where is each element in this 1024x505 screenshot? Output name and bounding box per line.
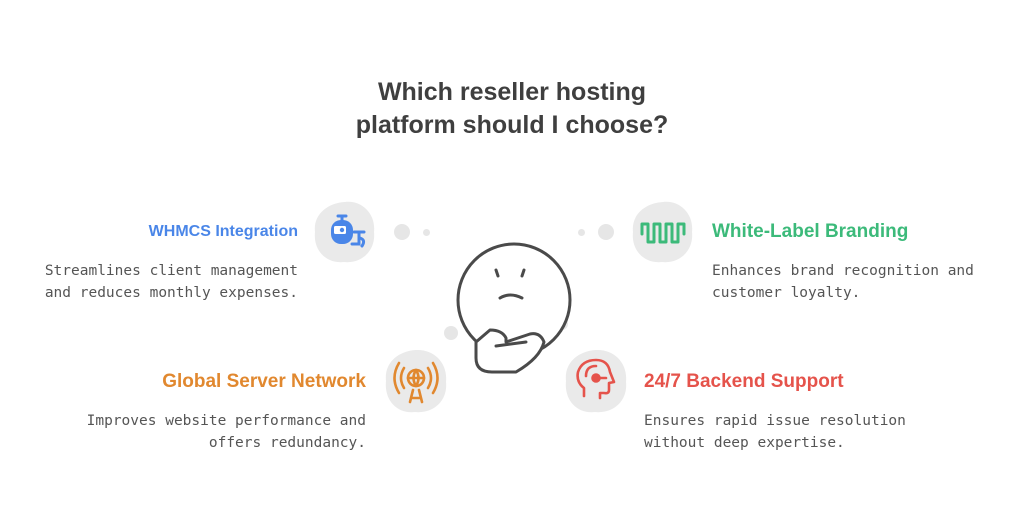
title-line-1: Which reseller hosting <box>377 78 647 106</box>
network-desc-line-1: Improves website performance and <box>86 413 366 429</box>
whmcs-icon-blob <box>314 201 375 263</box>
branding-description: Enhances brand recognition and customer … <box>712 260 974 304</box>
decor-dot <box>578 229 585 236</box>
support-desc-line-2: without deep expertise. <box>644 435 845 451</box>
support-desc-line-1: Ensures rapid issue resolution <box>644 413 906 429</box>
support-icon-blob <box>565 349 627 413</box>
support-headset-icon <box>576 358 616 400</box>
whmcs-desc-line-1: Streamlines client management <box>44 263 298 279</box>
decor-dot <box>598 224 614 240</box>
decor-dot <box>444 326 458 340</box>
page-title: Which reseller hosting platform should I… <box>262 76 762 142</box>
whmcs-desc-line-2: and reduces monthly expenses. <box>44 285 298 301</box>
broadcast-tower-globe-icon <box>393 361 439 404</box>
branding-desc-line-2: customer loyalty. <box>712 285 861 301</box>
network-heading: Global Server Network <box>162 371 366 392</box>
branding-heading: White-Label Branding <box>712 221 909 242</box>
thinking-face-icon <box>456 242 572 374</box>
decor-dot <box>423 229 430 236</box>
wave-branding-icon <box>640 222 686 244</box>
decor-dot <box>394 224 410 240</box>
network-desc-line-2: offers redundancy. <box>208 435 366 451</box>
branding-icon-blob <box>632 201 693 263</box>
branding-desc-line-1: Enhances brand recognition and <box>712 263 974 279</box>
plugin-integration-icon <box>331 214 366 248</box>
title-line-2: platform should I choose? <box>355 111 669 139</box>
whmcs-description: Streamlines client management and reduce… <box>0 260 298 304</box>
whmcs-heading: WHMCS Integration <box>148 223 298 240</box>
network-description: Improves website performance and offers … <box>0 410 366 454</box>
network-icon-blob <box>385 349 447 413</box>
support-description: Ensures rapid issue resolution without d… <box>644 410 906 454</box>
support-heading: 24/7 Backend Support <box>644 371 844 392</box>
